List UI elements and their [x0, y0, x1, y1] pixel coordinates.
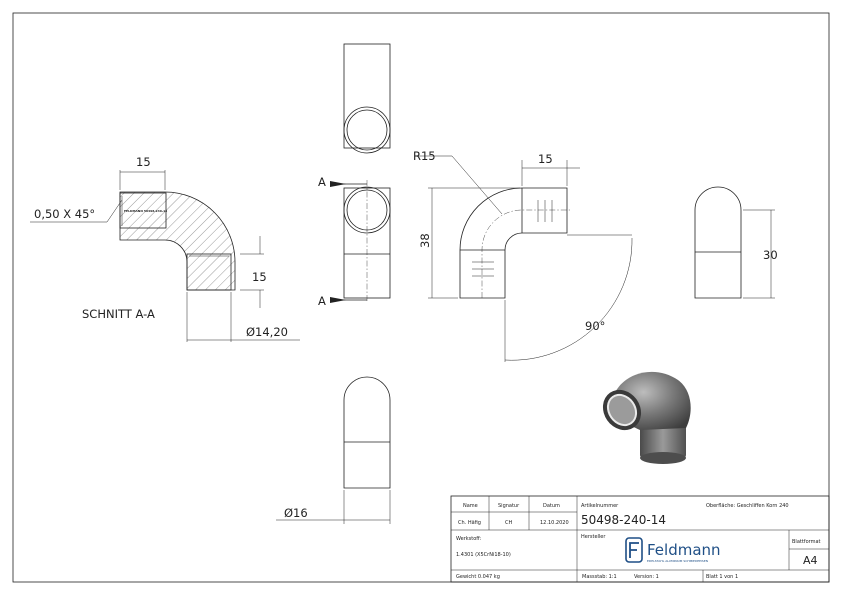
part-engraving: FELDMANN 50498-240-14: [124, 209, 167, 213]
signature-value: CH: [505, 520, 512, 526]
front-dim-height: 38: [418, 233, 432, 248]
sheet-border: [12, 12, 830, 583]
date-label: Datum: [543, 503, 560, 509]
section-spigot-bottom: [186, 253, 232, 291]
scale-value: Massstab: 1:1: [582, 574, 617, 580]
article-number: 50498-240-14: [581, 513, 666, 527]
brand-tagline: EDELSTAHL ALUMINIUM SCHMIEDEEISEN: [647, 559, 708, 563]
front-dim-angle: 90°: [585, 319, 605, 333]
manufacturer-label: Hersteller: [581, 534, 606, 540]
chamfer-note: 0,50 X 45°: [34, 207, 95, 221]
format-label: Blattformat: [792, 539, 821, 545]
surface-note: Oberfläche: Geschliffen Korn 240: [706, 503, 789, 509]
material-value: 1.4301 (X5CrNi18-10): [456, 552, 511, 558]
section-marker-top: A: [318, 175, 326, 189]
name-value: Ch. Häfig: [458, 520, 481, 526]
section-dim-diameter: Ø14,20: [246, 325, 288, 339]
top-view: [343, 43, 391, 154]
isometric-render: [602, 371, 691, 464]
section-dim-top: 15: [136, 155, 151, 169]
section-label: SCHNITT A-A: [82, 307, 155, 321]
material-label: Werkstoff:: [456, 536, 482, 542]
bottom-dim-diameter: Ø16: [284, 506, 308, 520]
section-dim-right: 15: [252, 270, 267, 284]
section-hatched-body: [119, 191, 236, 291]
right-view: 30: [694, 186, 778, 299]
bottom-view: Ø16: [276, 376, 391, 524]
section-view: FELDMANN 50498-240-14 15 0,50 X 45° 15 Ø…: [30, 155, 300, 342]
section-marker-bottom: A: [318, 294, 326, 308]
front-radius: R15: [413, 149, 436, 163]
front-dim-top: 15: [538, 152, 553, 166]
left-view: A A: [318, 175, 391, 308]
section-spigot-left: [119, 192, 167, 229]
name-label: Name: [463, 503, 478, 509]
date-value: 12.10.2020: [540, 520, 569, 526]
weight-value: Gewicht 0.047 kg: [456, 574, 500, 580]
brand-name: Feldmann: [647, 541, 721, 559]
signature-label: Signatur: [498, 503, 520, 509]
front-view: 15 R15 38 90°: [413, 149, 633, 362]
title-block: Name Signatur Datum Ch. Häfig CH 12.10.2…: [450, 495, 830, 583]
side-dim-height: 30: [763, 248, 778, 262]
version-value: Version: 1: [634, 574, 659, 580]
sheet-value: Blatt 1 von 1: [706, 574, 738, 580]
format-value: A4: [803, 554, 818, 567]
brand-logo: Feldmann EDELSTAHL ALUMINIUM SCHMIEDEEIS…: [625, 537, 721, 563]
article-label: Artikelnummer: [581, 503, 619, 509]
